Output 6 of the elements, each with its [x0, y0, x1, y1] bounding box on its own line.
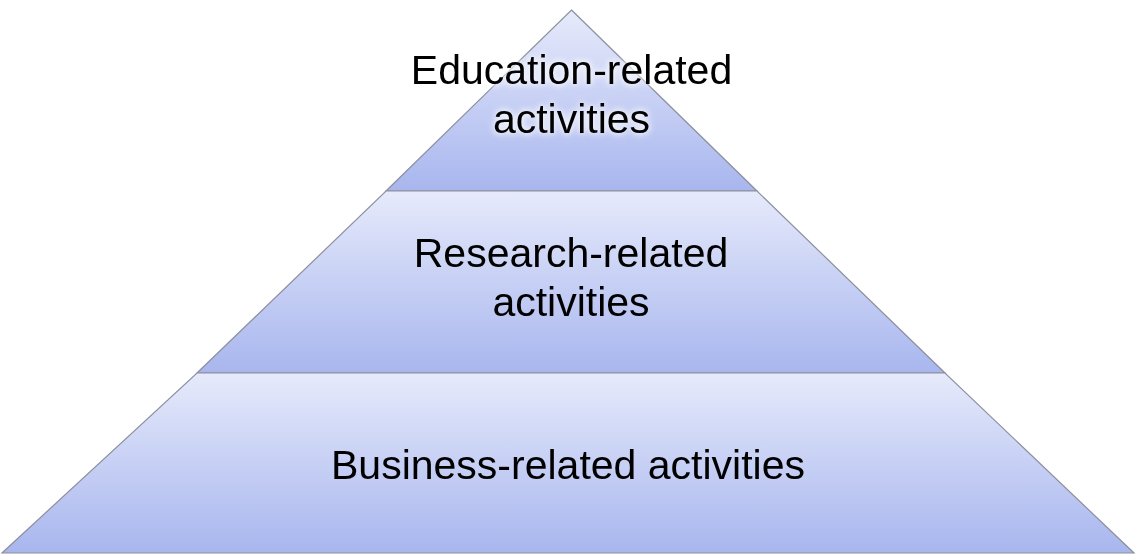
tier-label: Education-related activities	[409, 46, 734, 145]
pyramid-top-tier	[386, 10, 757, 191]
pyramid-tier	[2, 373, 1134, 553]
tier-label: Business-related activities	[330, 441, 806, 490]
pyramid-tier	[197, 191, 945, 373]
tier-label: Research-related activities	[412, 229, 730, 328]
